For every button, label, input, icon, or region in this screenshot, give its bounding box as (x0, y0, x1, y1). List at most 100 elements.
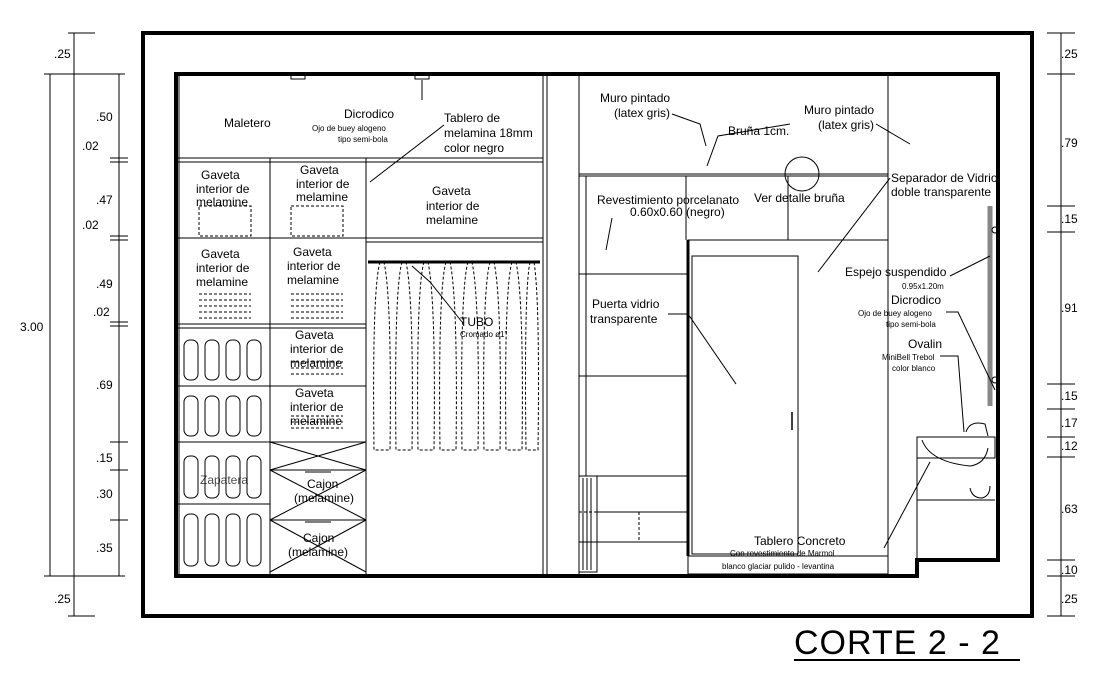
label-maletero: Maletero (224, 116, 271, 130)
label-gaveta-e2: interior de (287, 259, 341, 273)
label-separador-1: Separador de Vidrio (891, 171, 998, 185)
label-separador-2: doble transparente (891, 185, 991, 199)
label-muro-2a: Muro pintado (804, 103, 874, 117)
closet-structure (176, 74, 548, 576)
label-muro-2b: (latex gris) (818, 118, 874, 132)
left-dimension-chain (44, 32, 128, 617)
drawer-box-2 (290, 205, 344, 237)
glass-door (686, 239, 889, 557)
drawer-box-1 (198, 205, 252, 237)
label-gaveta-c3: melamine (426, 213, 478, 227)
label-espejo: Espejo suspendido (845, 265, 947, 279)
dim-left-11: .25 (54, 592, 71, 606)
label-muro-1b: (latex gris) (614, 106, 670, 120)
bruna-detail-circle (784, 156, 820, 192)
mirror-bracket-bottom (991, 376, 999, 384)
dim-right-1: .79 (1061, 136, 1078, 150)
label-tablero-concreto-sub2: blanco glaciar pulido - levantina (722, 562, 835, 571)
dim-right-8: .10 (1061, 563, 1078, 577)
label-dicrodico-1: Dicrodico (344, 107, 394, 121)
label-revest-1: Revestimiento porcelanato (597, 193, 739, 207)
label-cajon-1a: Cajon (307, 477, 338, 491)
shoe-rack (183, 339, 262, 567)
label-tablero-1: Tablero de (444, 111, 500, 125)
drawing-title: CORTE 2 - 2 (794, 624, 1001, 662)
dim-left-8: .15 (96, 451, 113, 465)
washbasin (916, 422, 996, 560)
label-cajon-2b: (melamine) (288, 545, 348, 559)
label-tablero-concreto: Tablero Concreto (754, 534, 846, 548)
label-tubo-sub: Cromado ø1" (460, 330, 507, 339)
label-gaveta-a3: melamine (196, 195, 248, 209)
mirror-bracket-top (991, 226, 999, 234)
right-dimension-chain (1047, 32, 1075, 617)
dim-left-5: .49 (96, 277, 113, 291)
label-dicrodico-2-sub2: tipo semi-bola (886, 320, 936, 329)
leader-lines (369, 80, 996, 549)
hanging-clothes (373, 261, 539, 451)
label-dicrodico-2: Dicrodico (891, 293, 941, 307)
label-ver-detalle: Ver detalle bruña (754, 191, 845, 205)
label-gaveta-c1: Gaveta (432, 184, 471, 198)
label-bruna: Bruña 1cm. (728, 124, 789, 138)
label-gaveta-b3: melamine (296, 190, 348, 204)
label-puerta-1: Puerta vidrio (592, 297, 660, 311)
dim-left-9: .30 (96, 487, 113, 501)
dim-right-2: .15 (1061, 212, 1078, 226)
label-dicrodico-1-sub1: Ojo de buey alogeno (312, 124, 386, 133)
dim-left-0: .25 (54, 47, 71, 61)
label-ovalin-sub1: MiniBell Trebol (882, 353, 935, 362)
folded-clothes-2 (291, 293, 343, 429)
dim-total: 3.00 (20, 320, 44, 334)
label-tablero-3: color negro (444, 141, 504, 155)
dim-left-10: .35 (96, 541, 113, 555)
dim-left-4: .02 (82, 218, 99, 232)
label-ovalin: Ovalin (908, 337, 942, 351)
label-gaveta-b2: interior de (296, 177, 350, 191)
dim-right-5: .17 (1061, 416, 1078, 430)
label-gaveta-f3: melamine (290, 356, 342, 370)
label-zapatera: Zapatera (200, 473, 248, 487)
dim-left-2: .02 (82, 139, 99, 153)
label-gaveta-e1: Gaveta (293, 245, 332, 259)
label-muro-1a: Muro pintado (600, 91, 670, 105)
countertop (687, 555, 889, 575)
label-gaveta-d1: Gaveta (201, 247, 240, 261)
dim-left-3: .47 (96, 193, 113, 207)
label-gaveta-a1: Gaveta (201, 168, 240, 182)
label-dicrodico-1-sub2: tipo semi-bola (338, 135, 388, 144)
label-puerta-2: transparente (590, 312, 658, 326)
label-gaveta-g3: melamine (290, 414, 342, 428)
label-gaveta-a2: interior de (196, 182, 250, 196)
label-gaveta-d3: melamine (196, 275, 248, 289)
label-gaveta-e3: melamine (287, 273, 339, 287)
dim-right-3: .91 (1061, 301, 1078, 315)
dim-left-6: .02 (93, 305, 110, 319)
floor-pattern (578, 475, 689, 573)
label-tubo: TUBO (460, 315, 493, 329)
label-gaveta-d2: interior de (196, 261, 250, 275)
label-cajon-1b: (melamine) (294, 491, 354, 505)
label-revest-2: 0.60x0.60 (negro) (630, 205, 725, 219)
ceiling-light-1 (290, 73, 306, 80)
label-tablero-2: melamina 18mm (444, 126, 533, 140)
label-dicrodico-2-sub1: Ojo de buey alogeno (858, 309, 932, 318)
dim-right-6: .12 (1061, 439, 1078, 453)
dim-left-7: .69 (96, 378, 113, 392)
label-gaveta-g2: interior de (290, 400, 344, 414)
folded-clothes-1 (199, 293, 251, 319)
label-gaveta-f1: Gaveta (295, 328, 334, 342)
label-gaveta-f2: interior de (290, 342, 344, 356)
dim-right-4: .15 (1061, 389, 1078, 403)
dim-right-7: .63 (1061, 502, 1078, 516)
outer-wall-frame (141, 31, 1034, 618)
dim-right-9: .25 (1061, 592, 1078, 606)
label-gaveta-c2: interior de (426, 199, 480, 213)
label-gaveta-b1: Gaveta (300, 163, 339, 177)
dim-left-1: .50 (96, 110, 113, 124)
label-espejo-sub: 0.95x1.20m (902, 282, 944, 291)
ceiling-light-2 (414, 73, 430, 80)
label-gaveta-g1: Gaveta (295, 386, 334, 400)
dim-right-0: .25 (1061, 47, 1078, 61)
